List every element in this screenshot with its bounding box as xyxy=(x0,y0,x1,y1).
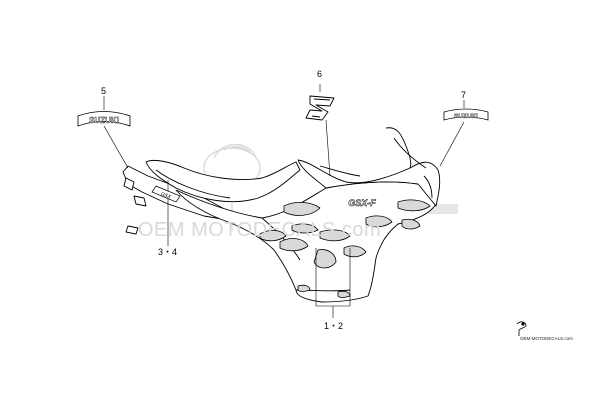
credit-logo-icon xyxy=(516,321,527,336)
watermark-text: OEM MOTODECALS.com xyxy=(138,219,382,241)
cowl-model-decal: GSX-F xyxy=(348,198,377,209)
s-emblem-icon xyxy=(305,95,335,121)
credit-text: OEM-MOTODECALS.com xyxy=(520,336,573,341)
leader-5 xyxy=(103,96,129,169)
callout-5: 5 xyxy=(101,86,107,96)
callout-7: 7 xyxy=(461,90,467,100)
callout-3-4: 3・4 xyxy=(158,247,178,257)
brand-decal-left-text: SUZUKI xyxy=(89,116,119,125)
watermark-shape-right xyxy=(428,204,458,214)
cowl-model-decal-text: GSX-F xyxy=(348,198,376,208)
callout-1-2: 1・2 xyxy=(324,321,344,331)
leader-6 xyxy=(319,84,331,177)
brand-decal-left: SUZUKI xyxy=(77,111,131,127)
brand-decal-right: SUZUKI xyxy=(443,108,489,121)
bracket-1-2 xyxy=(315,248,351,318)
front-cowl xyxy=(297,127,441,207)
callout-6: 6 xyxy=(317,69,323,79)
flame-graphics xyxy=(259,199,431,298)
leader-7 xyxy=(439,100,465,167)
tail-model-decal-text: GSX xyxy=(160,191,173,200)
brand-decal-right-text: SUZUKI xyxy=(454,113,478,120)
tail-model-decal: GSX xyxy=(151,185,181,203)
